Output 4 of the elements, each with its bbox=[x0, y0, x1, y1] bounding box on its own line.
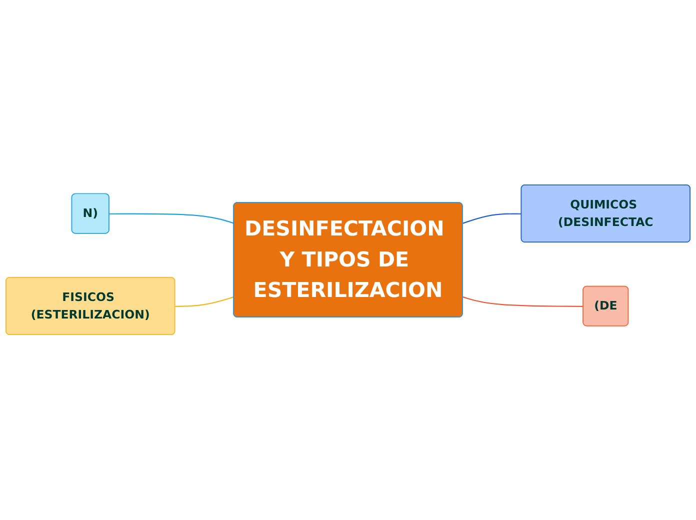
connector bbox=[462, 213, 522, 224]
connector bbox=[462, 296, 584, 308]
connector bbox=[109, 213, 234, 224]
connector bbox=[175, 296, 234, 308]
